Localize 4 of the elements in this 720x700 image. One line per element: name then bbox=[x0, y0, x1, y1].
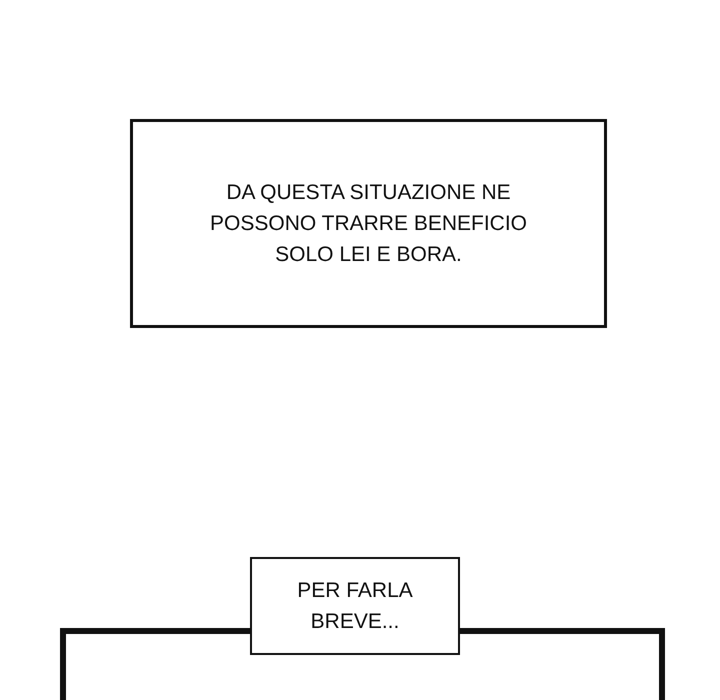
caption-box bbox=[130, 119, 607, 328]
caption-box bbox=[250, 557, 460, 655]
caption-text: DA QUESTA SITUAZIONE NE POSSONO TRARRE BENEFICIO SOLO LEI E BORA. bbox=[209, 180, 528, 268]
caption-text: PER FARLA BREVE... bbox=[296, 578, 414, 635]
